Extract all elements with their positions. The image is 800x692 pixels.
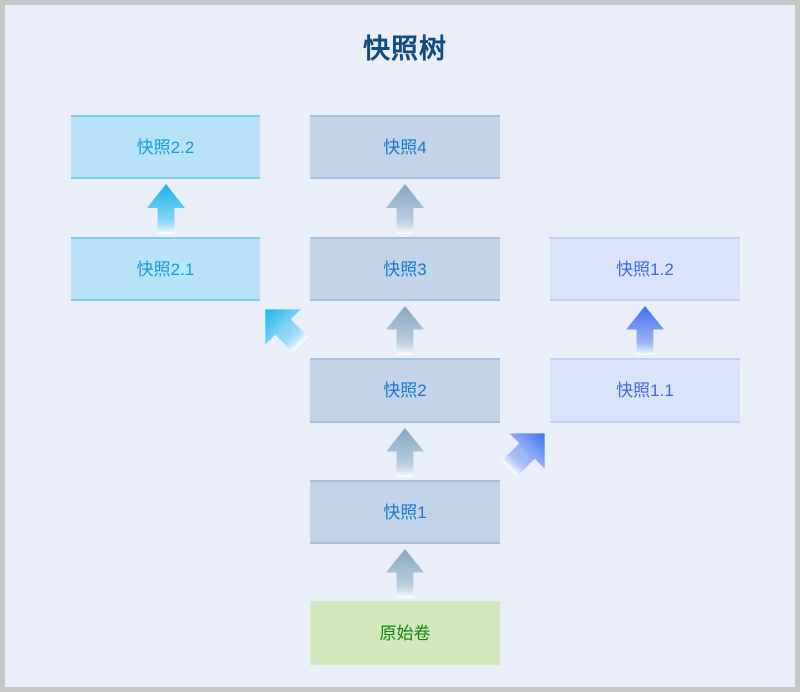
arrow-1-1-to-1-2-icon xyxy=(625,305,665,356)
arrow-1-to-2-icon xyxy=(385,427,425,478)
node-snapshot-1-2[interactable]: 快照1.2 xyxy=(550,237,740,301)
arrow-2-to-3-icon xyxy=(385,305,425,356)
node-snapshot-1[interactable]: 快照1 xyxy=(310,480,500,544)
node-label: 快照3 xyxy=(383,259,427,279)
node-origin-volume[interactable]: 原始卷 xyxy=(310,601,500,665)
node-label: 快照4 xyxy=(383,137,427,157)
node-snapshot-2-1[interactable]: 快照2.1 xyxy=(71,237,260,301)
node-label: 快照2.2 xyxy=(136,137,195,157)
node-label: 快照2 xyxy=(383,381,427,400)
node-snapshot-4[interactable]: 快照4 xyxy=(310,115,500,179)
arrow-2-1-to-2-2-icon xyxy=(146,183,186,235)
node-snapshot-3[interactable]: 快照3 xyxy=(310,237,500,301)
node-label: 原始卷 xyxy=(379,623,431,643)
arrow-origin-to-1-icon xyxy=(385,548,425,599)
arrow-2-to-2-1-icon xyxy=(257,301,309,353)
node-snapshot-2-2[interactable]: 快照2.2 xyxy=(71,115,260,179)
arrow-1-to-1-1-icon xyxy=(501,425,553,477)
node-label: 快照2.1 xyxy=(136,259,195,279)
arrow-3-to-4-icon xyxy=(385,183,425,235)
node-snapshot-2[interactable]: 快照2 xyxy=(310,358,500,423)
page-title: 快照树 xyxy=(363,34,447,64)
node-label: 快照1.1 xyxy=(616,381,674,400)
node-label: 快照1.2 xyxy=(616,259,674,279)
node-snapshot-1-1[interactable]: 快照1.1 xyxy=(550,358,740,423)
node-label: 快照1 xyxy=(383,502,427,522)
